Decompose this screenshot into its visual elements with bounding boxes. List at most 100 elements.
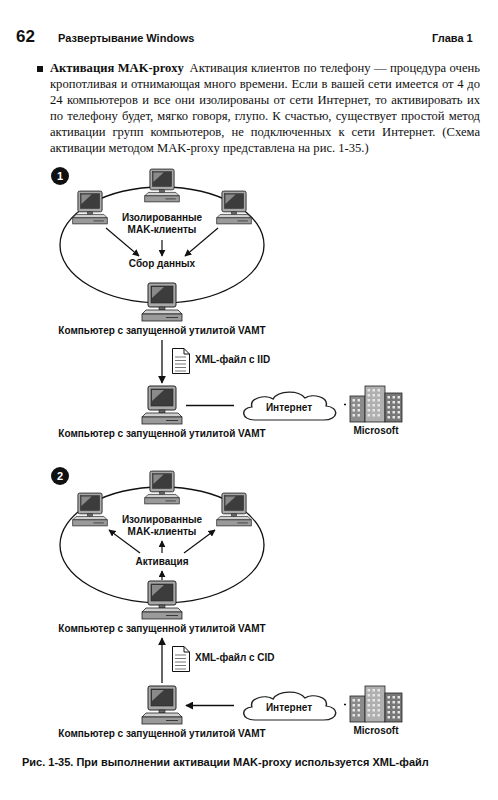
building-block: [365, 686, 385, 722]
building-window: [368, 699, 371, 702]
building-window: [398, 416, 401, 419]
building-window: [368, 694, 371, 697]
client-computer: [217, 191, 252, 224]
building-window: [378, 699, 381, 702]
building-window: [388, 711, 391, 714]
node-caption: Компьютер с запущенной утилитой VAMT: [58, 325, 265, 337]
figure-caption: Рис. 1-35. При выполнении активации MAK-…: [22, 756, 482, 768]
building-window: [353, 714, 356, 717]
building-window: [353, 709, 356, 712]
building-window: [398, 701, 401, 704]
building-window: [378, 714, 381, 717]
building-window: [368, 404, 371, 407]
building-block: [385, 693, 402, 722]
building-window: [393, 711, 396, 714]
document-fold: [184, 647, 190, 653]
document-line: [175, 665, 186, 666]
document-sheet: [173, 647, 190, 672]
building-window: [388, 696, 391, 699]
building-window: [378, 404, 381, 407]
building-window: [373, 404, 376, 407]
building-window: [393, 396, 396, 399]
building-window: [358, 399, 361, 402]
building-window: [388, 416, 391, 419]
document-line: [175, 367, 186, 368]
building-window: [393, 696, 396, 699]
building-block: [385, 393, 402, 422]
xml-document: XML-файл с IID: [172, 348, 190, 374]
connector: [344, 404, 346, 405]
vamt-computer: Компьютер с запущенной утилитой VAMT: [140, 385, 184, 425]
building-window: [393, 401, 396, 404]
node-shape: [140, 282, 184, 322]
collect-arrow: [161, 240, 162, 256]
node-caption: Компьютер с запущенной утилитой VAMT: [58, 428, 265, 440]
building-window: [373, 689, 376, 692]
building-window: [388, 411, 391, 414]
document-line: [175, 662, 186, 663]
building-window: [353, 404, 356, 407]
building-window: [378, 689, 381, 692]
vamt-computer: Компьютер с запущенной утилитой VAMT: [140, 580, 184, 620]
connector: [344, 704, 346, 705]
building-window: [378, 414, 381, 417]
node-caption: XML-файл с CID: [195, 652, 275, 664]
document-line: [175, 364, 186, 365]
node-caption: Интернет: [236, 702, 342, 714]
xml-document: XML-файл с CID: [172, 646, 190, 672]
building-window: [378, 399, 381, 402]
document-line: [175, 371, 186, 372]
building-window: [388, 401, 391, 404]
building-window: [373, 694, 376, 697]
client-computer: [145, 169, 180, 202]
client-computer: [73, 191, 108, 224]
bullet-heading: Активация MAK-proxy: [50, 61, 184, 75]
group-label: Изолированные MAK-клиенты: [114, 514, 210, 538]
building-block: [350, 696, 365, 722]
computer-icon: [142, 283, 182, 321]
connector: [186, 705, 234, 706]
document-line: [175, 658, 186, 659]
building-window: [358, 714, 361, 717]
building-window: [358, 699, 361, 702]
building-window: [353, 699, 356, 702]
building-window: [393, 701, 396, 704]
building-window: [398, 401, 401, 404]
document-fold: [184, 349, 190, 355]
node-shape: [348, 684, 404, 722]
callout-circle: [51, 167, 69, 185]
building-block: [350, 396, 365, 422]
building-window: [368, 409, 371, 412]
building-window: [393, 416, 396, 419]
building-window: [398, 396, 401, 399]
callout-number: 2: [51, 467, 69, 485]
node-shape: [140, 385, 184, 425]
paragraph: Активация MAK-proxyАктивация клиентов по…: [50, 60, 480, 156]
building-window: [398, 716, 401, 719]
vamt-computer: Компьютер с запущенной утилитой VAMT: [140, 282, 184, 322]
building-window: [358, 414, 361, 417]
building-window: [368, 714, 371, 717]
computer-icon: [142, 686, 182, 724]
building-window: [358, 709, 361, 712]
document-line: [175, 655, 186, 656]
group-label: Изолированные MAK-клиенты: [114, 212, 210, 236]
building-window: [373, 699, 376, 702]
node-shape: [172, 348, 190, 374]
node-shape: [172, 646, 190, 672]
callout-circle: [51, 467, 69, 485]
building-window: [373, 709, 376, 712]
connector: [161, 340, 162, 383]
building-window: [373, 414, 376, 417]
building-window: [398, 711, 401, 714]
building-window: [368, 689, 371, 692]
building-window: [378, 409, 381, 412]
computer-icon: [142, 581, 182, 619]
building-window: [378, 704, 381, 707]
connector: [186, 405, 234, 406]
building-window: [378, 394, 381, 397]
building-window: [358, 404, 361, 407]
client-computer: [217, 493, 252, 526]
